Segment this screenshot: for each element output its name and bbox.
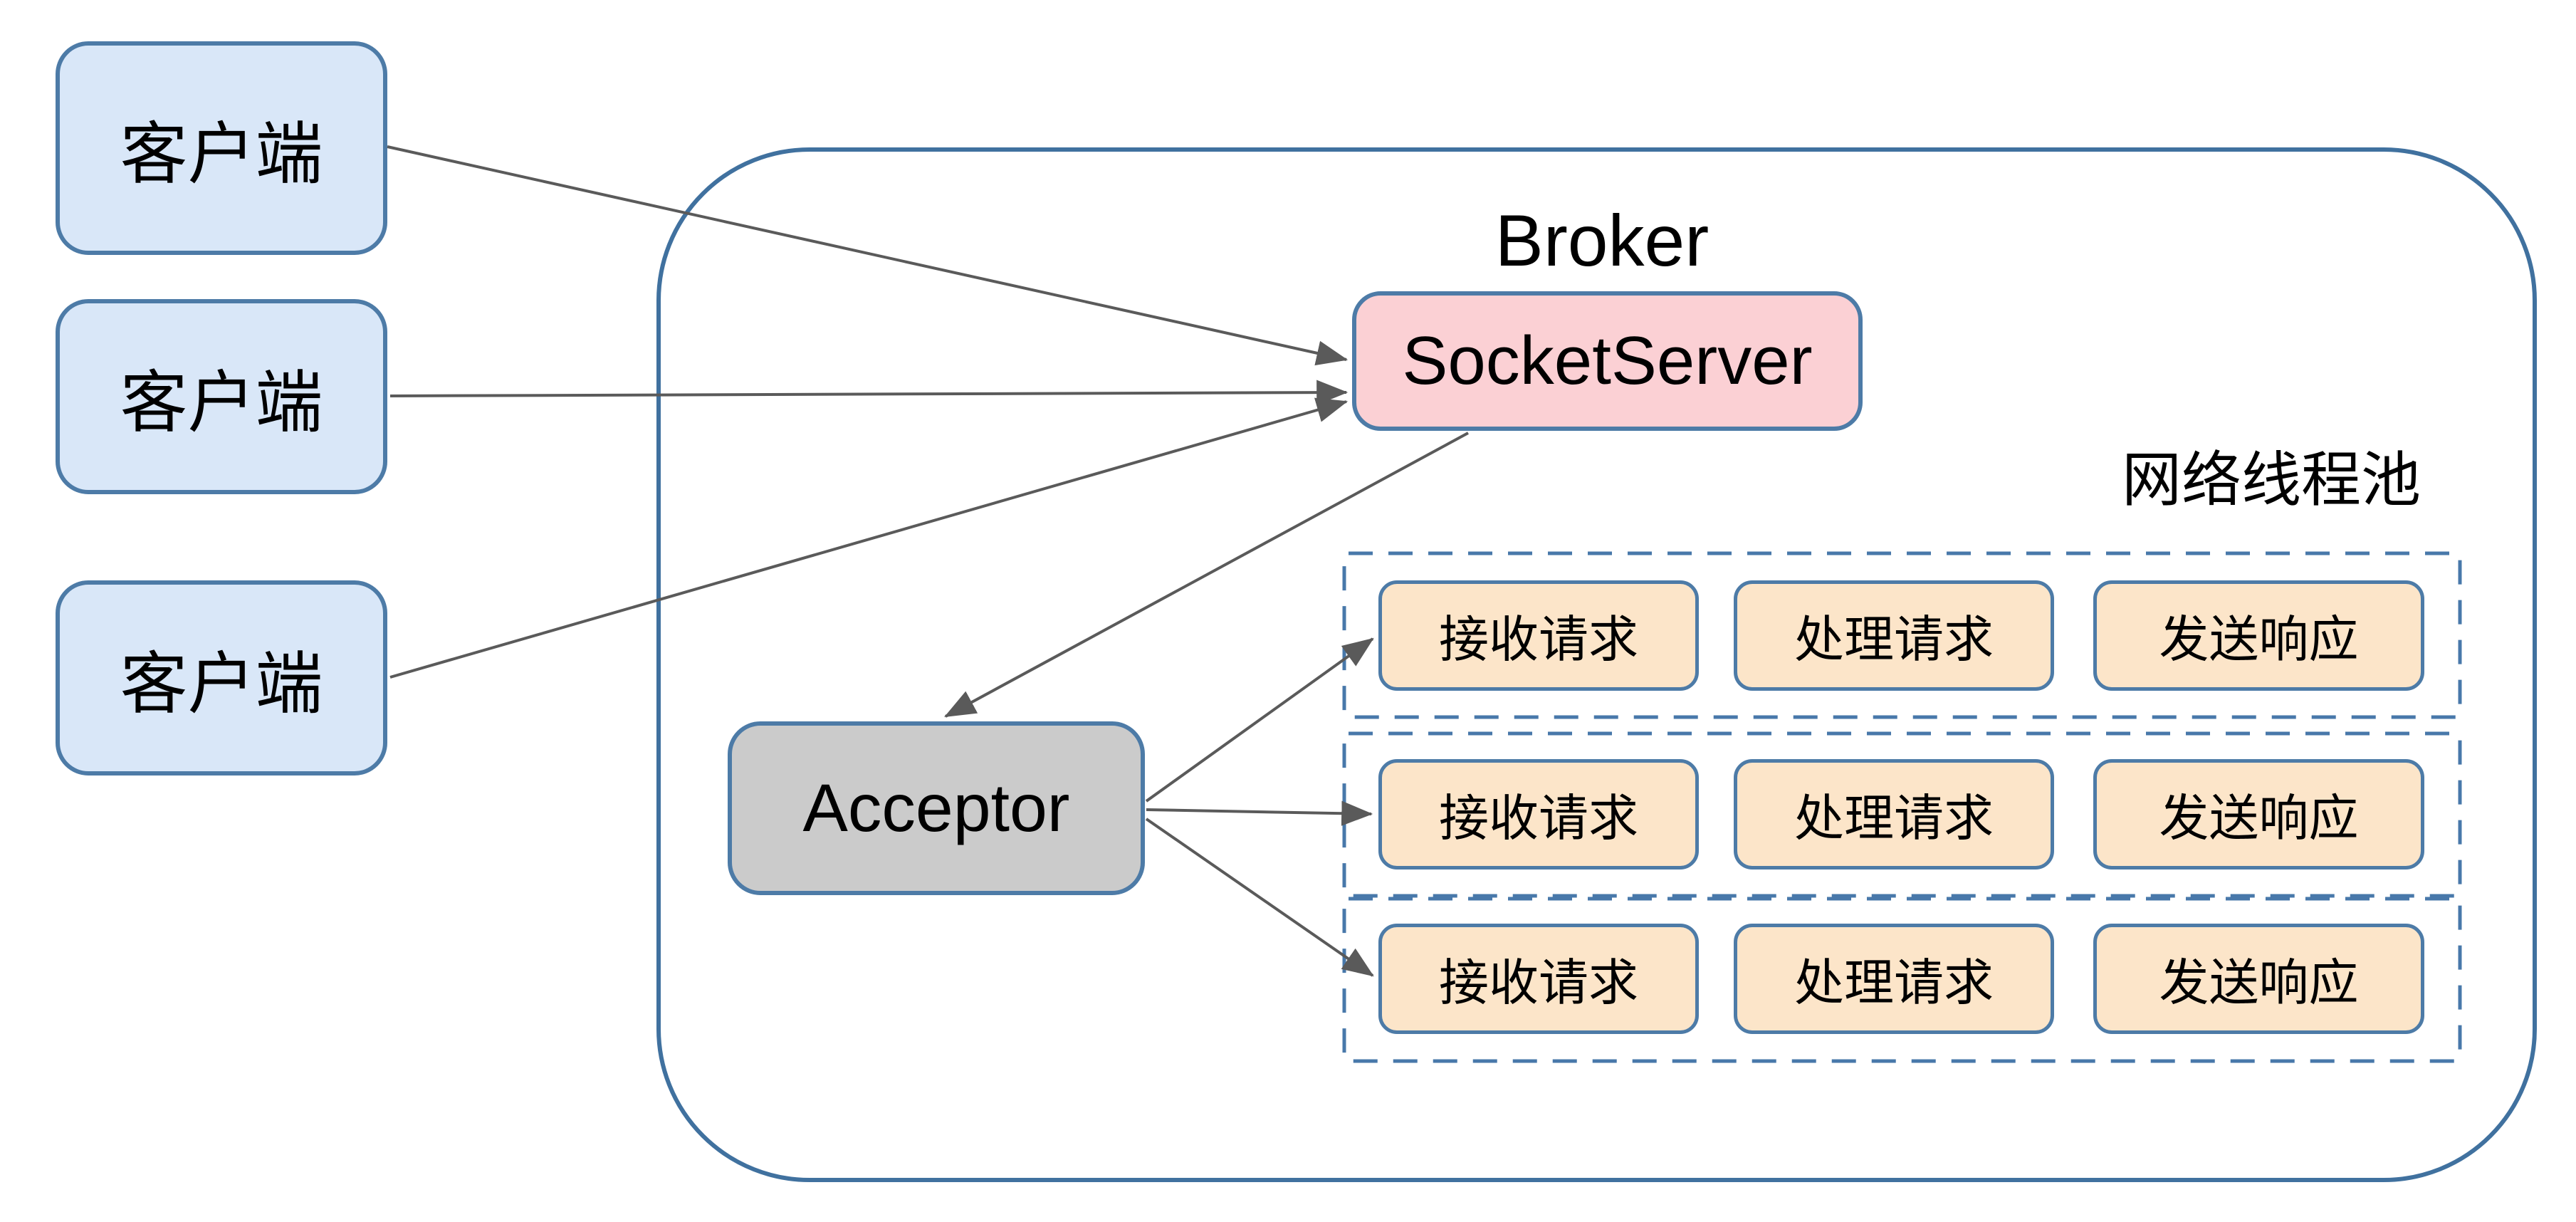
thread-row-1-step-respond: 发送响应 <box>2093 580 2424 691</box>
thread-row-3-step-respond: 发送响应 <box>2093 924 2424 1034</box>
client-node-3: 客户端 <box>56 580 387 776</box>
thread-row-2-step-respond: 发送响应 <box>2093 759 2424 870</box>
socket-server-node: SocketServer <box>1352 291 1863 431</box>
network-thread-pool-label: 网络线程池 <box>2121 446 2421 513</box>
thread-row-3-step-process: 处理请求 <box>1734 924 2054 1034</box>
thread-row-3-step-receive: 接收请求 <box>1378 924 1699 1034</box>
client-node-1: 客户端 <box>56 41 387 255</box>
broker-title: Broker <box>1494 200 1710 281</box>
client-node-2: 客户端 <box>56 299 387 494</box>
thread-row-1-step-receive: 接收请求 <box>1378 580 1699 691</box>
thread-row-1-step-process: 处理请求 <box>1734 580 2054 691</box>
thread-row-2-step-receive: 接收请求 <box>1378 759 1699 870</box>
thread-row-2-step-process: 处理请求 <box>1734 759 2054 870</box>
acceptor-node: Acceptor <box>728 721 1145 895</box>
